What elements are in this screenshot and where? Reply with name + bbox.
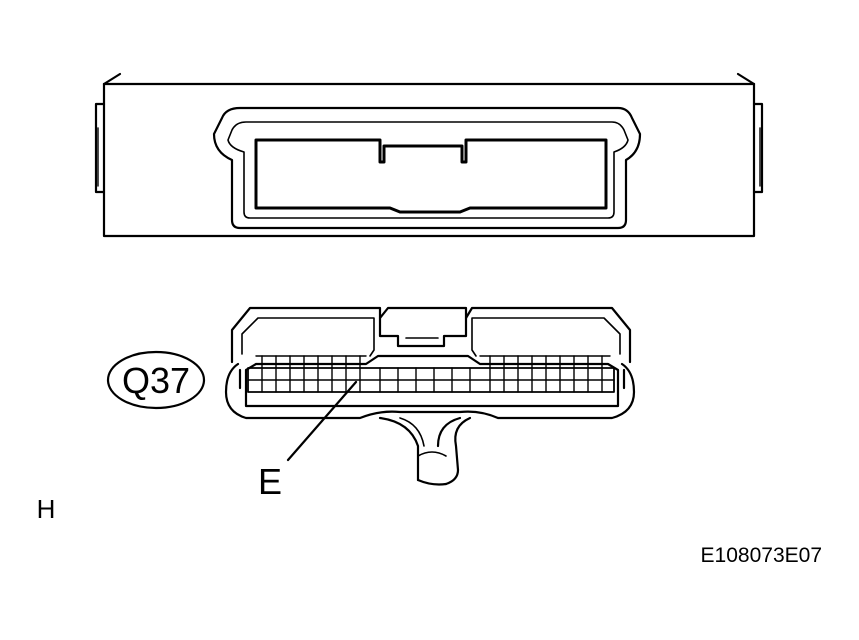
ecu-socket — [212, 106, 642, 230]
connector-code-label: Q37 — [122, 360, 190, 401]
wire-harness — [378, 416, 472, 486]
view-label: H — [37, 494, 56, 524]
pointer-label: E — [258, 461, 282, 502]
pointer-line — [286, 380, 358, 462]
ecu-housing — [94, 72, 764, 238]
harness-connector — [224, 306, 636, 420]
connector-code-badge — [106, 350, 206, 410]
figure-id: E108073E07 — [701, 544, 822, 567]
